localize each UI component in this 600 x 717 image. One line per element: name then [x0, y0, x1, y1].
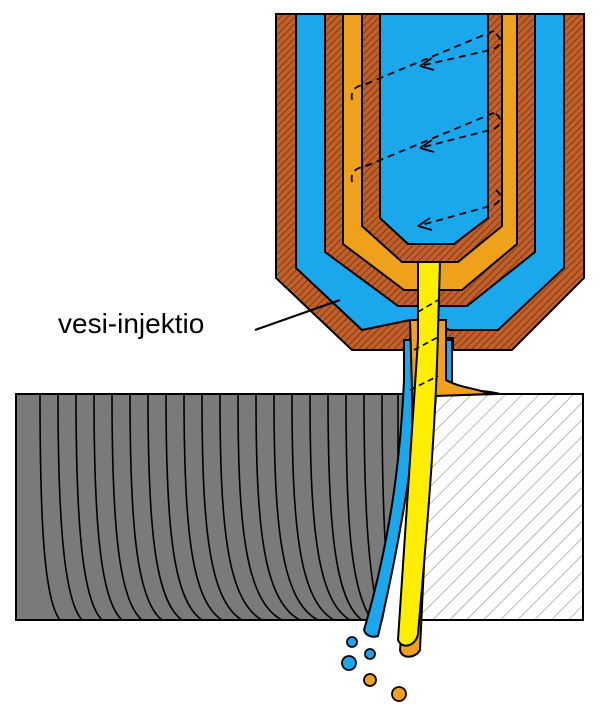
drag-lines — [39, 394, 399, 620]
water-film — [362, 339, 501, 638]
droplet-molten — [391, 686, 407, 702]
water-injection-label: vesi-injektio — [58, 308, 205, 339]
callout-leader-line — [254, 299, 341, 331]
arc-kerf — [362, 261, 501, 658]
droplet-water — [364, 648, 376, 660]
plasma-arc — [396, 261, 442, 647]
coolant-flow-arrows — [350, 29, 502, 231]
workpiece — [15, 393, 584, 621]
droplet-water — [341, 655, 357, 671]
torch — [275, 13, 585, 351]
droplet-molten — [363, 673, 377, 687]
droplet-water — [346, 636, 358, 648]
electrode-coolant — [379, 13, 489, 245]
workpiece-cut-side — [15, 393, 412, 621]
workpiece-uncut-side — [419, 393, 584, 621]
gas-swirl — [409, 299, 441, 391]
droplets — [341, 636, 407, 702]
